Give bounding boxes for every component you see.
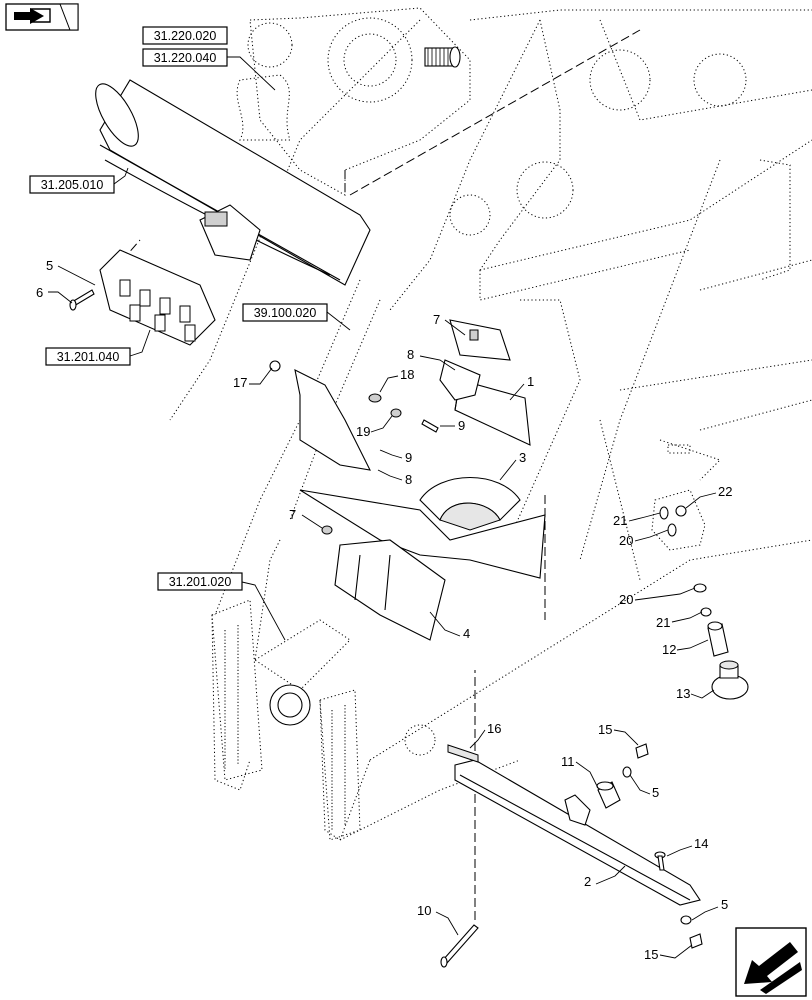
callout-7-upper: 7 (433, 312, 440, 327)
clutch-assembly (99, 249, 216, 346)
washer-5-lower (680, 915, 692, 925)
bushing-11 (596, 781, 621, 809)
callout-9-upper: 9 (458, 418, 465, 433)
callout-18: 18 (400, 367, 414, 382)
guard-17 (269, 360, 371, 471)
callout-5-mid: 5 (652, 785, 659, 800)
callout-8-upper: 8 (407, 347, 414, 362)
mounting-plate-right (319, 689, 361, 841)
nut-15-lower (689, 933, 703, 949)
callout-5-left: 5 (46, 258, 53, 273)
callout-15-lower: 15 (644, 947, 658, 962)
fastener-7-lower (321, 525, 333, 535)
reference-label: 31.201.020 (169, 575, 232, 589)
bolt-10 (440, 924, 479, 968)
reference-label: 31.205.010 (41, 178, 104, 192)
callout-12: 12 (662, 642, 676, 657)
rubber-stop-13 (711, 660, 749, 700)
bracket-7-upper (449, 319, 511, 361)
bolt-9 (421, 419, 439, 433)
reference-label: 31.201.040 (57, 350, 120, 364)
nut-15-upper (635, 743, 649, 759)
callout-15-upper: 15 (598, 722, 612, 737)
callout-13: 13 (676, 686, 690, 701)
callout-21-upper: 21 (613, 513, 627, 528)
guard-3 (299, 476, 546, 579)
mounting-plate-left (211, 599, 263, 781)
washer-5-mid (622, 766, 632, 778)
callouts: 1 2 3 4 5 5 5 6 7 7 8 8 9 9 10 11 12 (36, 258, 732, 962)
callout-5-lower: 5 (721, 897, 728, 912)
callout-20-upper: 20 (619, 533, 633, 548)
fastener-19 (390, 408, 402, 418)
reference-label: 31.220.020 (154, 29, 217, 43)
reference-31-201-020[interactable]: 31.201.020 (157, 572, 243, 591)
reference-31-220-020[interactable]: 31.220.020 (142, 26, 228, 45)
callout-21-lower: 21 (656, 615, 670, 630)
callout-14: 14 (694, 836, 708, 851)
reference-31-220-040[interactable]: 31.220.040 (142, 48, 228, 67)
guard-4 (334, 539, 446, 641)
mount-plate-22 (651, 489, 706, 551)
callout-22: 22 (718, 484, 732, 499)
reference-31-201-040[interactable]: 31.201.040 (45, 347, 131, 366)
bolt-6 (69, 289, 95, 311)
book-arrow-icon[interactable] (5, 3, 79, 31)
pulley-drum (95, 79, 371, 286)
pulley-hub (199, 204, 261, 261)
spacer-12 (707, 621, 729, 657)
callout-16: 16 (487, 721, 501, 736)
orientation-arrow-icon[interactable] (735, 927, 807, 997)
callout-3: 3 (519, 450, 526, 465)
callout-8-lower: 8 (405, 472, 412, 487)
fastener-18 (368, 393, 382, 403)
bearing-housing (254, 619, 351, 726)
callout-19: 19 (356, 424, 370, 439)
callout-9-lower: 9 (405, 450, 412, 465)
callout-17: 17 (233, 375, 247, 390)
reference-39-100-020[interactable]: 39.100.020 (242, 303, 328, 322)
reference-label: 31.220.040 (154, 51, 217, 65)
washer-20 (693, 583, 707, 593)
arm-2 (454, 759, 701, 906)
nut-21 (700, 607, 712, 617)
callout-20-lower: 20 (619, 592, 633, 607)
splined-shaft (424, 46, 461, 68)
callout-7-lower: 7 (289, 507, 296, 522)
callout-10: 10 (417, 903, 431, 918)
bracket-8-upper (439, 359, 481, 401)
reference-label: 39.100.020 (254, 306, 317, 320)
callout-1: 1 (527, 374, 534, 389)
callout-11: 11 (561, 754, 575, 769)
reference-31-205-010[interactable]: 31.205.010 (29, 175, 115, 194)
callout-6: 6 (36, 285, 43, 300)
callout-4: 4 (463, 626, 470, 641)
callout-2: 2 (584, 874, 591, 889)
pin-14 (654, 851, 666, 871)
pin-16 (447, 744, 479, 763)
